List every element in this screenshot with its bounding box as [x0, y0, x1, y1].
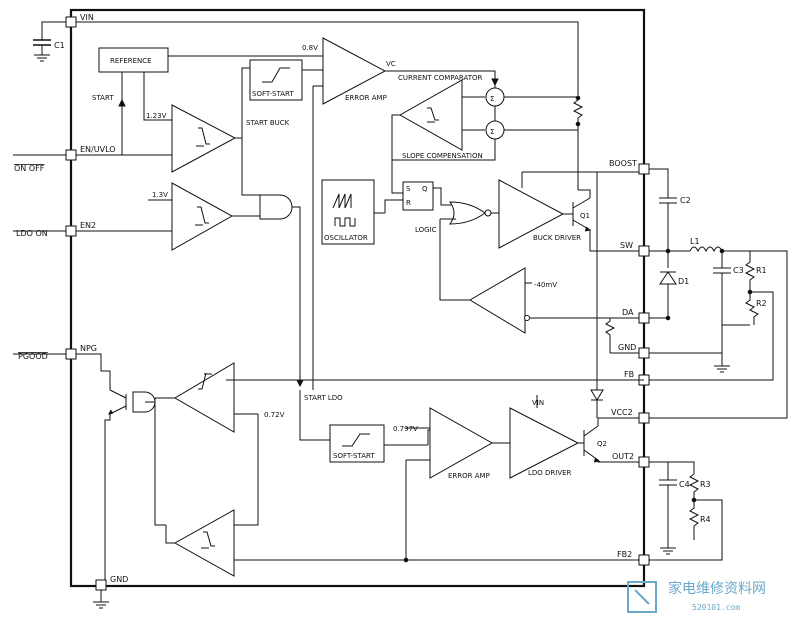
r2-label: R2 [756, 299, 767, 308]
chip-outline [69, 8, 646, 588]
soft-start-1-label: SOFT-START [252, 90, 294, 98]
flipflop-s-label: S [406, 185, 411, 193]
v-123-label: 1.23V [146, 112, 167, 120]
buck-driver [498, 179, 565, 249]
pin-en2-label: EN2 [80, 221, 96, 230]
pin-en-uvlo [65, 149, 77, 161]
pin-vcc2-label: VCC2 [611, 408, 633, 417]
q2-transistor [583, 425, 599, 461]
logic-gate [449, 201, 486, 225]
c3-label: C3 [733, 266, 744, 275]
pin-boost [638, 163, 650, 175]
pin-vin-label: VIN [80, 13, 94, 22]
pin-gnd2 [638, 347, 650, 359]
soft-start-2-label: SOFT-START [333, 452, 375, 460]
v-0797-label: 0.797V [393, 425, 418, 433]
reference-label: REFERENCE [110, 57, 152, 65]
da-comparator [469, 267, 526, 334]
l1-label: L1 [690, 237, 700, 246]
v-08-label: 0.8V [302, 44, 318, 52]
watermark-text: 家电维修资料网 [668, 580, 766, 597]
ldo-on-label: LDO ON [16, 229, 48, 238]
q1-label: Q1 [580, 212, 590, 220]
en2-comparator [171, 182, 234, 251]
vc-label: VC [386, 60, 396, 68]
pin-fb2-label: FB2 [617, 550, 632, 559]
ldo-driver-label: LDO DRIVER [528, 469, 572, 477]
pgood-comparator-1 [174, 362, 235, 433]
pin-out2 [638, 456, 650, 468]
pin-npg-label: NPG [80, 344, 97, 353]
error-amp-2-label: ERROR AMP [448, 472, 490, 480]
reference-block [98, 47, 169, 73]
slope-compensation-label: SLOPE COMPENSATION [402, 152, 483, 160]
pgood-label: PGOOD [18, 352, 48, 361]
sr-flipflop [402, 181, 434, 211]
flipflop-r-label: R [406, 199, 411, 207]
pin-gnd [95, 579, 107, 591]
pin-boost-label: BOOST [609, 159, 637, 168]
pin-da [638, 312, 650, 324]
current-comparator-label: CURRENT COMPARATOR [398, 74, 483, 82]
vin-internal-label: VIN [532, 399, 544, 407]
r3-label: R3 [700, 480, 711, 489]
start-ldo-label: START LDO [304, 394, 343, 402]
c1-label: C1 [54, 41, 65, 50]
v-m40-label: -40mV [534, 281, 557, 289]
summer-1 [485, 87, 505, 107]
pin-fb-label: FB [624, 370, 634, 379]
error-amp-1 [322, 37, 387, 105]
oscillator-block [321, 179, 375, 245]
pgood-comparator-2 [173, 509, 235, 577]
pin-npg [65, 348, 77, 360]
on-off-label: ON OFF [14, 164, 45, 173]
pin-sw [638, 245, 650, 257]
start-buck-label: START BUCK [246, 119, 290, 127]
pin-vcc2 [638, 412, 650, 424]
v-13-label: 1.3V [152, 191, 168, 199]
current-comparator [398, 79, 463, 151]
inductor-l1 [689, 246, 750, 253]
pin-en-uvlo-label: EN/UVLO [80, 145, 116, 154]
soft-start-2-block [329, 424, 385, 463]
buck-driver-label: BUCK DRIVER [533, 234, 581, 242]
watermark-logo [627, 581, 657, 613]
pin-gnd-label: GND [110, 575, 128, 584]
pin-da-label: DA [622, 308, 634, 317]
uvlo-comparator [171, 104, 237, 173]
start-and-gate [259, 194, 293, 220]
q2-label: Q2 [597, 440, 607, 448]
pin-out2-label: OUT2 [612, 452, 634, 461]
flipflop-q-label: Q [422, 185, 428, 193]
c2-label: C2 [680, 196, 691, 205]
summer-2 [485, 120, 505, 140]
logic-label: LOGIC [415, 226, 437, 234]
c4-label: C4 [679, 480, 690, 489]
error-amp-1-label: ERROR AMP [345, 94, 387, 102]
sigma-1-label: Σ [490, 95, 494, 103]
pin-sw-label: SW [620, 241, 633, 250]
v-072-label: 0.72V [264, 411, 285, 419]
sigma-2-label: Σ [490, 128, 494, 136]
pin-en2 [65, 225, 77, 237]
soft-start-1-block [249, 59, 303, 101]
d1-label: D1 [678, 277, 689, 286]
start-label: START [92, 94, 114, 102]
r1-label: R1 [756, 266, 767, 275]
pin-fb2 [638, 554, 650, 566]
oscillator-label: OSCILLATOR [324, 234, 368, 242]
watermark-sub: 520101.com [692, 603, 740, 612]
r4-label: R4 [700, 515, 711, 524]
error-amp-2 [429, 407, 494, 479]
pin-gnd2-label: GND [618, 343, 636, 352]
ldo-driver [509, 407, 580, 479]
pin-vin [65, 16, 77, 28]
